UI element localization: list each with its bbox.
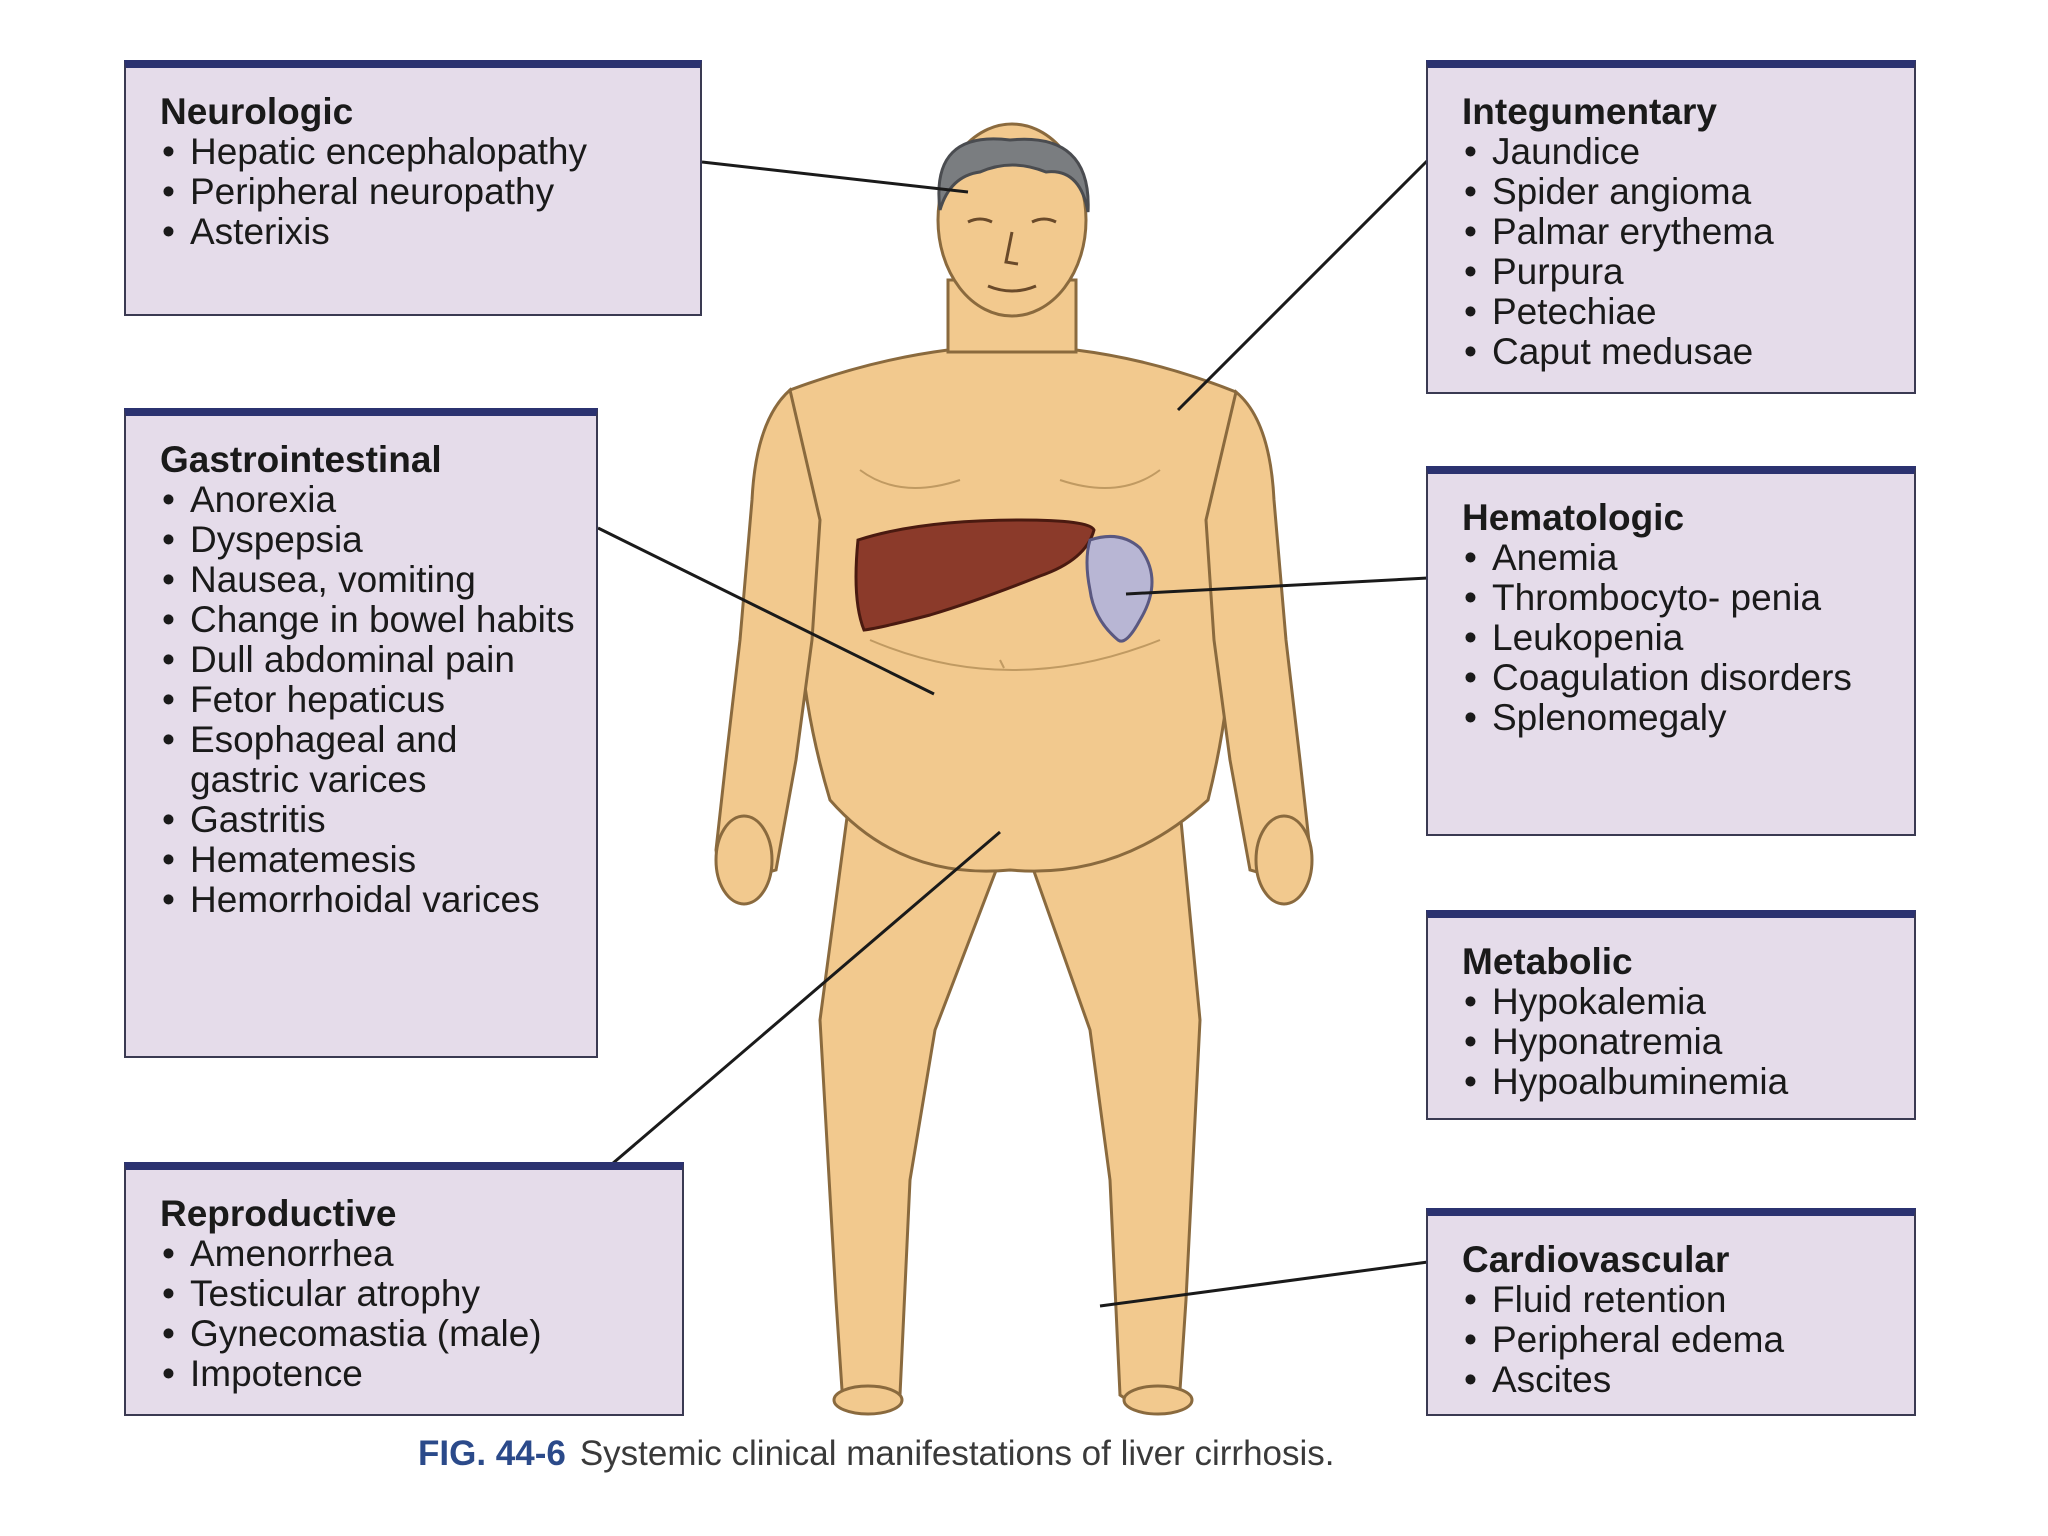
metabolic-list: Hypokalemia Hyponatremia Hypoalbuminemia xyxy=(1462,982,1894,1103)
gastrointestinal-list: Anorexia Dyspepsia Nausea, vomiting Chan… xyxy=(160,480,576,921)
hematologic-list: Anemia Thrombocyto- penia Leukopenia Coa… xyxy=(1462,538,1894,739)
hematologic-item: Splenomegaly xyxy=(1462,698,1894,739)
metabolic-item: Hypoalbuminemia xyxy=(1462,1062,1894,1103)
gastrointestinal-item: Dull abdominal pain xyxy=(160,640,576,681)
right-arm xyxy=(1204,389,1312,880)
hematologic-item: Thrombocyto- penia xyxy=(1462,578,1894,619)
gastrointestinal-item: Hemorrhoidal varices xyxy=(160,880,576,921)
figure-caption: FIG. 44-6 Systemic clinical manifestation… xyxy=(418,1434,1335,1474)
gastrointestinal-item: Dyspepsia xyxy=(160,520,576,561)
cardiovascular-title: Cardiovascular xyxy=(1462,1239,1730,1280)
hematologic-item: Anemia xyxy=(1462,538,1894,579)
neurologic-list: Hepatic encephalopathy Peripheral neurop… xyxy=(160,132,680,253)
leader-neurologic xyxy=(701,160,969,194)
leader-cardiovascular xyxy=(1099,1260,1429,1308)
cardiovascular-item: Fluid retention xyxy=(1462,1280,1894,1321)
gastrointestinal-box: Gastrointestinal Anorexia Dyspepsia Naus… xyxy=(124,408,598,1058)
neurologic-title: Neurologic xyxy=(160,91,354,132)
metabolic-box: Metabolic Hypokalemia Hyponatremia Hypoa… xyxy=(1426,910,1916,1120)
cardiovascular-item: Ascites xyxy=(1462,1360,1894,1401)
hematologic-item: Coagulation disorders xyxy=(1462,658,1894,699)
integumentary-item: Palmar erythema xyxy=(1462,212,1894,253)
integumentary-list: Jaundice Spider angioma Palmar erythema … xyxy=(1462,132,1894,373)
left-hand xyxy=(714,814,774,906)
integumentary-item: Petechiae xyxy=(1462,292,1894,333)
reproductive-item: Impotence xyxy=(160,1354,662,1395)
integumentary-item: Caput medusae xyxy=(1462,332,1894,373)
leader-hematologic xyxy=(1125,576,1429,596)
integumentary-item: Purpura xyxy=(1462,252,1894,293)
left-arm xyxy=(714,387,822,880)
reproductive-title: Reproductive xyxy=(160,1193,397,1234)
leader-reproductive xyxy=(611,830,1001,1166)
hair xyxy=(937,137,1090,213)
spleen-organ xyxy=(1085,534,1154,643)
gastrointestinal-title: Gastrointestinal xyxy=(160,439,442,480)
torso xyxy=(769,348,1260,873)
face-features xyxy=(967,217,1057,293)
left-leg xyxy=(818,808,1002,1412)
neurologic-box: Neurologic Hepatic encephalopathy Periph… xyxy=(124,60,702,316)
hematologic-title: Hematologic xyxy=(1462,497,1685,538)
integumentary-item: Jaundice xyxy=(1462,132,1894,173)
leader-integumentary xyxy=(1176,158,1430,412)
right-leg xyxy=(1028,807,1202,1412)
hematologic-box: Hematologic Anemia Thrombocyto- penia Le… xyxy=(1426,466,1916,836)
figure-label: FIG. 44-6 xyxy=(418,1434,566,1473)
neurologic-item: Hepatic encephalopathy xyxy=(160,132,680,173)
gastrointestinal-item: Esophageal and gastric varices xyxy=(160,720,576,800)
reproductive-box: Reproductive Amenorrhea Testicular atrop… xyxy=(124,1162,684,1416)
human-body-figure xyxy=(714,122,1314,1416)
body-contours xyxy=(859,469,1161,671)
neurologic-item: Peripheral neuropathy xyxy=(160,172,680,213)
integumentary-item: Spider angioma xyxy=(1462,172,1894,213)
cardiovascular-item: Peripheral edema xyxy=(1462,1320,1894,1361)
cardiovascular-box: Cardiovascular Fluid retention Periphera… xyxy=(1426,1208,1916,1416)
gastrointestinal-item: Change in bowel habits xyxy=(160,600,576,641)
metabolic-item: Hyponatremia xyxy=(1462,1022,1894,1063)
reproductive-item: Amenorrhea xyxy=(160,1234,662,1275)
metabolic-item: Hypokalemia xyxy=(1462,982,1894,1023)
neurologic-item: Asterixis xyxy=(160,212,680,253)
leader-lines xyxy=(597,158,1430,1308)
integumentary-title: Integumentary xyxy=(1462,91,1717,132)
reproductive-list: Amenorrhea Testicular atrophy Gynecomast… xyxy=(160,1234,662,1395)
right-foot xyxy=(1122,1384,1194,1416)
hematologic-item: Leukopenia xyxy=(1462,618,1894,659)
right-hand xyxy=(1254,814,1314,906)
reproductive-item: Testicular atrophy xyxy=(160,1274,662,1315)
leader-gastrointestinal xyxy=(597,526,935,696)
reproductive-item: Gynecomastia (male) xyxy=(160,1314,662,1355)
gastrointestinal-item: Gastritis xyxy=(160,800,576,841)
left-foot xyxy=(832,1384,904,1416)
gastrointestinal-item: Hematemesis xyxy=(160,840,576,881)
gastrointestinal-item: Fetor hepaticus xyxy=(160,680,576,721)
cardiovascular-list: Fluid retention Peripheral edema Ascites xyxy=(1462,1280,1894,1401)
gastrointestinal-item: Nausea, vomiting xyxy=(160,560,576,601)
metabolic-title: Metabolic xyxy=(1462,941,1633,982)
caption-text: Systemic clinical manifestations of live… xyxy=(579,1434,1335,1473)
liver-organ xyxy=(854,518,1096,632)
gastrointestinal-item: Anorexia xyxy=(160,480,576,521)
integumentary-box: Integumentary Jaundice Spider angioma Pa… xyxy=(1426,60,1916,394)
